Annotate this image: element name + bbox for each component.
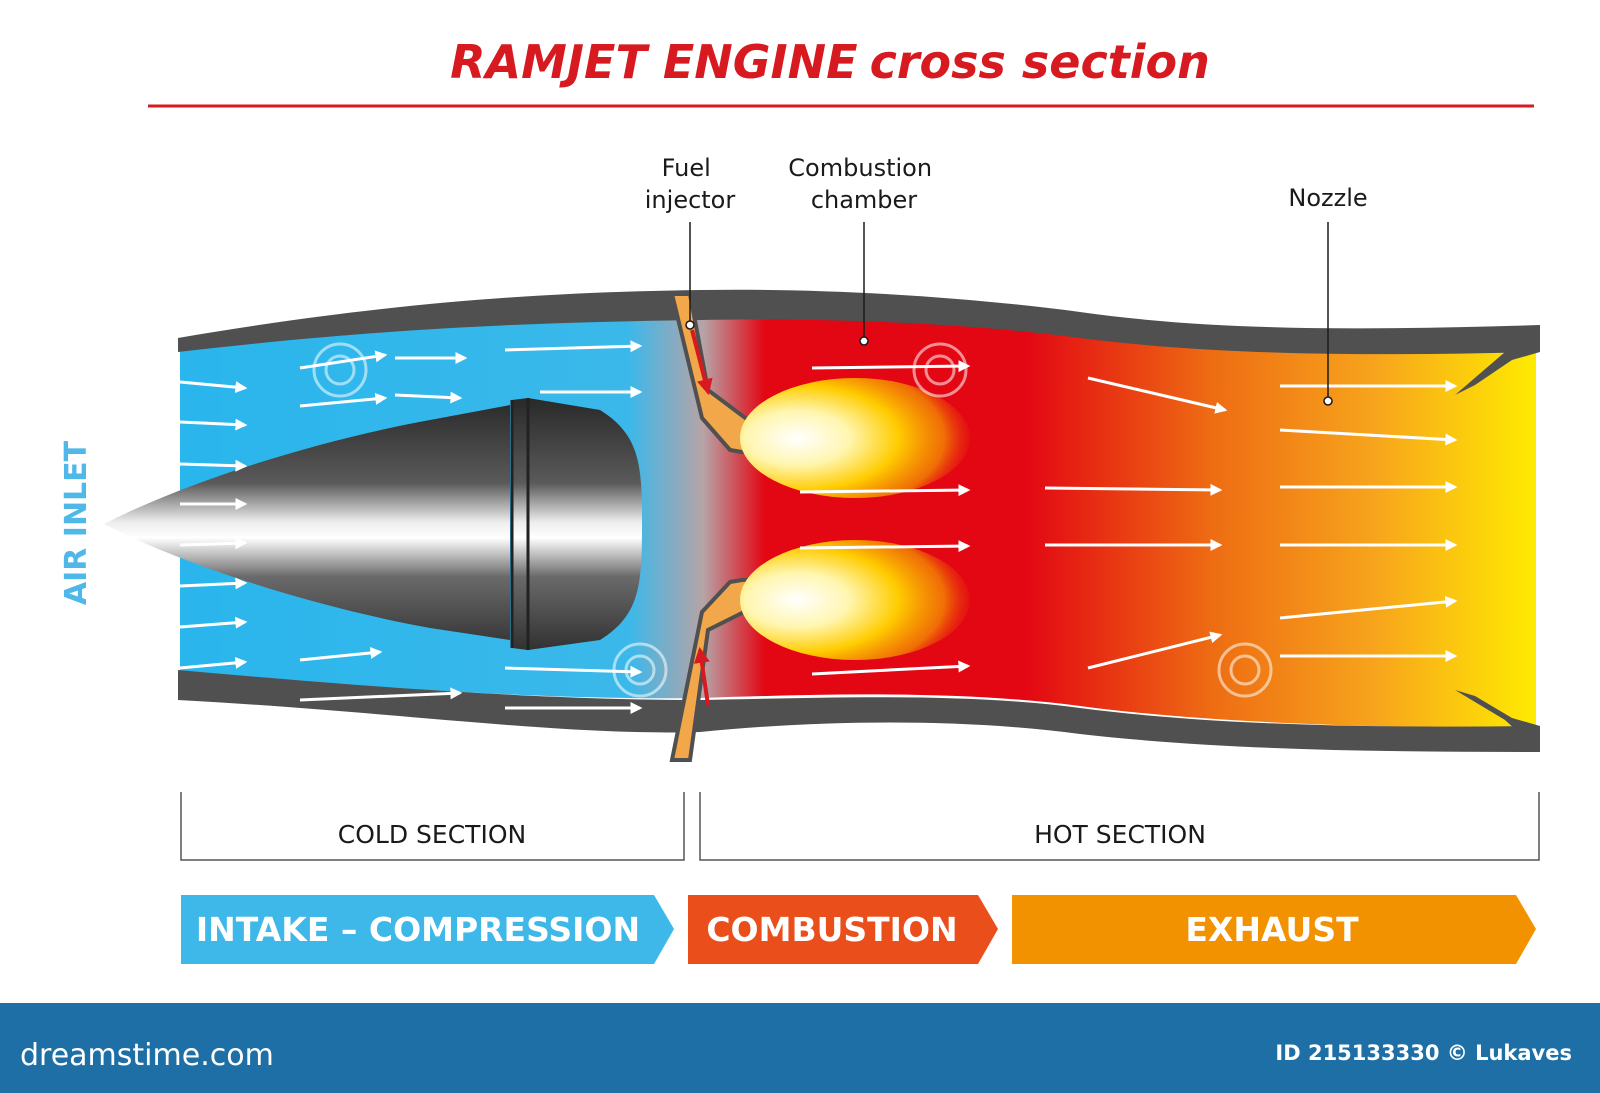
flow-arrow-icon — [179, 418, 248, 431]
flow-arrow-icon — [179, 537, 248, 550]
watermark-spiral-icon — [924, 354, 956, 386]
flow-arrow-icon — [299, 687, 463, 702]
stage-combustion-arrow — [688, 895, 998, 964]
hot-section-label: HOT SECTION — [1034, 820, 1206, 849]
stage-exhaust-arrow — [1012, 895, 1536, 964]
flow-arrow-icon — [179, 380, 248, 394]
flow-arrow-icon — [811, 360, 971, 373]
flow-arrow-icon — [504, 665, 643, 678]
cold-section-bracket — [180, 792, 685, 861]
footer-brand[interactable]: dreamstime.com — [20, 1038, 274, 1073]
cold-section-label: COLD SECTION — [338, 820, 526, 849]
inlet-spike — [104, 405, 510, 640]
flow-arrow-icon — [799, 484, 971, 497]
title-sub: cross section — [870, 35, 1210, 89]
fuel-injector-dot — [685, 320, 695, 330]
flow-arrow-icon — [179, 459, 248, 472]
fuel-flow-arrow-bottom — [693, 646, 710, 706]
flame-bottom — [740, 540, 970, 660]
fuel-flow-arrow-top — [690, 329, 713, 396]
flow-arrow-icon — [394, 391, 463, 404]
spike-tail-cone — [512, 398, 642, 650]
air-inlet-label: AIR INLET — [59, 440, 94, 605]
flow-arrow-icon — [811, 660, 971, 676]
flow-arrow-icon — [1044, 483, 1223, 496]
flow-arrow-icon — [179, 656, 248, 670]
flame-top — [740, 378, 970, 498]
watermark-spiral-icon — [612, 642, 668, 698]
engine-casing-top — [178, 289, 1540, 355]
stage-intake-arrow — [181, 895, 674, 964]
flow-arrow-icon — [299, 646, 383, 662]
watermark-spiral-icon — [624, 654, 656, 686]
nozzle-dot — [1323, 396, 1333, 406]
watermark-spiral-icon — [912, 342, 968, 398]
fuel-injector-label: Fuel injector — [645, 154, 736, 214]
footer-bar — [0, 1003, 1600, 1093]
title-main: RAMJET ENGINE — [450, 35, 857, 89]
flow-arrow-icon — [1087, 376, 1228, 414]
flow-arrow-icon — [179, 577, 248, 590]
watermark-spiral-icon — [312, 342, 368, 398]
watermark-spiral-icon — [1217, 642, 1273, 698]
stage-intake-label: INTAKE – COMPRESSION — [196, 910, 640, 949]
flow-arrow-icon — [1279, 428, 1458, 446]
hot-section-bracket — [699, 792, 1540, 861]
flow-arrow-icon — [799, 540, 971, 553]
watermark-spiral-icon — [324, 354, 356, 386]
footer-image-id: ID 215133330 © Lukaves — [1275, 1041, 1572, 1065]
nozzle-label: Nozzle — [1288, 184, 1367, 212]
nozzle-lip-top — [1455, 325, 1540, 395]
watermarks — [312, 342, 1273, 698]
combustion-chamber-dot — [859, 336, 869, 346]
flow-arrow-icon — [179, 616, 248, 629]
stage-exhaust-label: EXHAUST — [1185, 910, 1359, 949]
watermark-spiral-icon — [1229, 654, 1261, 686]
flow-arrow-icon — [1279, 595, 1458, 620]
flow-arrow-icon — [504, 340, 643, 353]
stage-combustion-label: COMBUSTION — [706, 910, 957, 949]
engine-casing-bottom — [178, 670, 1540, 752]
flow-arrow-icon — [1087, 631, 1223, 670]
flow-arrow-icon — [299, 392, 388, 408]
combustion-chamber-label: Combustion chamber — [788, 154, 939, 214]
